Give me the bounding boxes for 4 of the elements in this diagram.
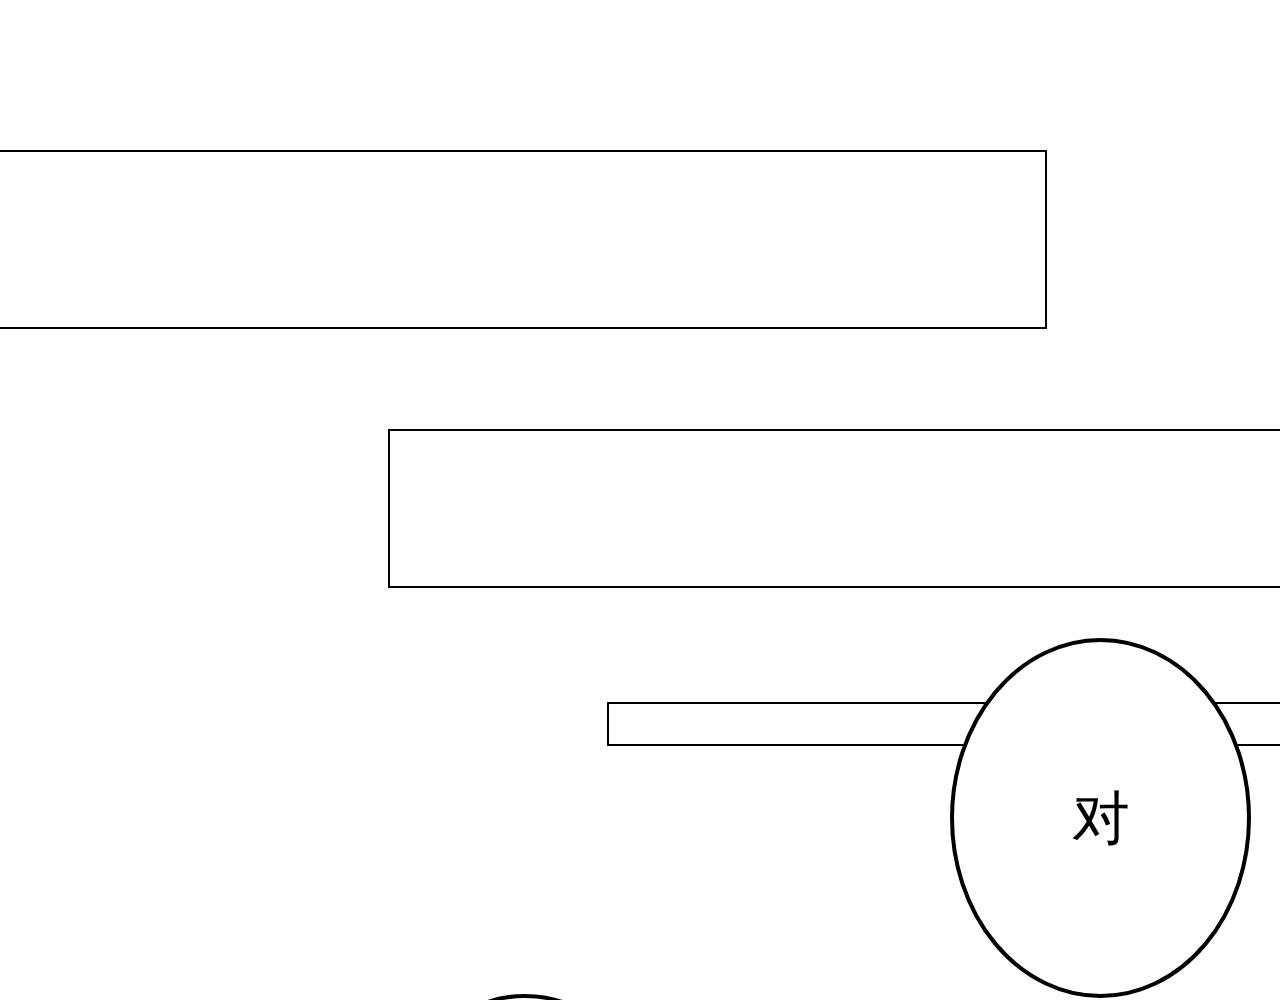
bubble-text: 对 xyxy=(1071,789,1130,847)
panel-frame xyxy=(388,429,1280,588)
speech-bubble xyxy=(950,638,1251,998)
panel-frame xyxy=(0,150,1047,329)
